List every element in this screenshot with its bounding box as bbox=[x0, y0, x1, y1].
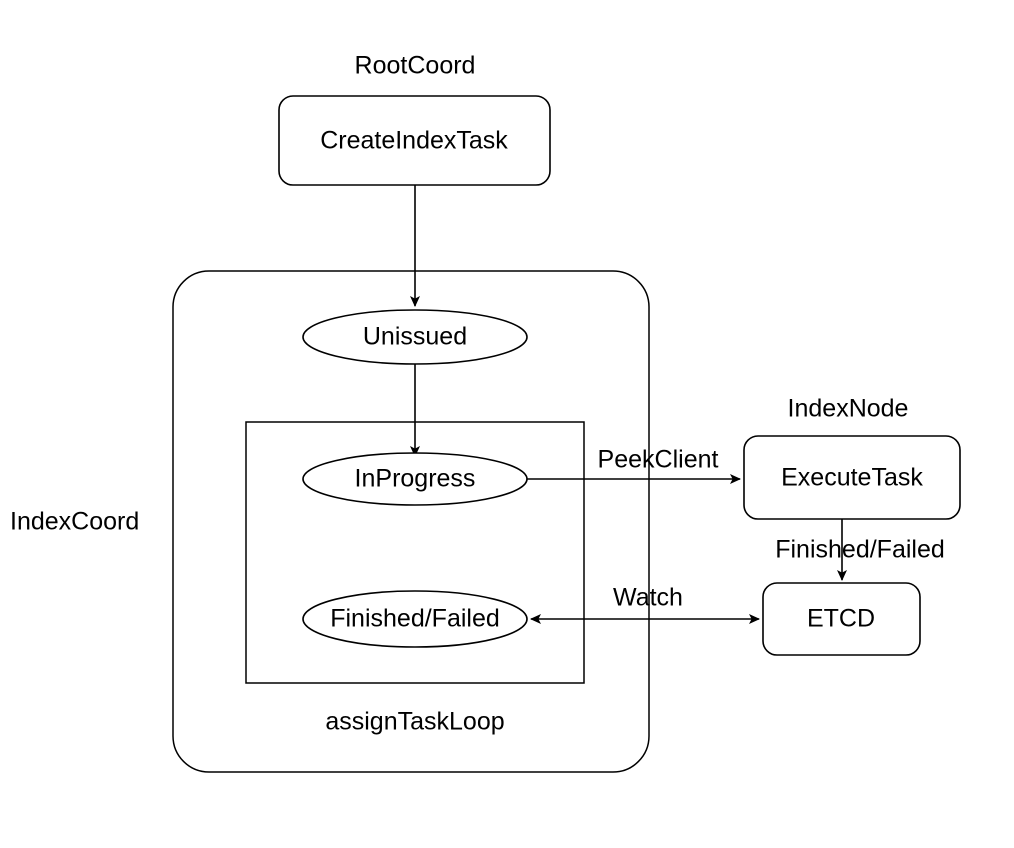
edge-label-finished-failed: Finished/Failed bbox=[775, 536, 945, 564]
edge-label-peek-client: PeekClient bbox=[598, 446, 719, 474]
group-label-indexcoord: IndexCoord bbox=[10, 508, 139, 536]
group-container-indexcoord bbox=[172, 270, 650, 773]
node-etcd-box[interactable] bbox=[762, 582, 921, 656]
node-label-unissued: Unissued bbox=[363, 323, 467, 351]
edge-label-watch: Watch bbox=[613, 584, 683, 612]
group-label-indexnode: IndexNode bbox=[788, 395, 909, 423]
node-label-execute-task: ExecuteTask bbox=[781, 464, 923, 492]
group-container-assign-task-loop bbox=[245, 421, 585, 684]
group-label-assign-task-loop: assignTaskLoop bbox=[325, 708, 504, 736]
node-label-create-index-task: CreateIndexTask bbox=[320, 127, 508, 155]
node-label-inprogress: InProgress bbox=[355, 465, 476, 493]
node-label-finished-failed: Finished/Failed bbox=[330, 605, 500, 633]
group-label-rootcoord: RootCoord bbox=[355, 52, 476, 80]
node-execute-task-box[interactable] bbox=[743, 435, 961, 520]
node-finished-failed-ellipse[interactable] bbox=[302, 590, 528, 648]
node-label-etcd: ETCD bbox=[807, 605, 875, 633]
